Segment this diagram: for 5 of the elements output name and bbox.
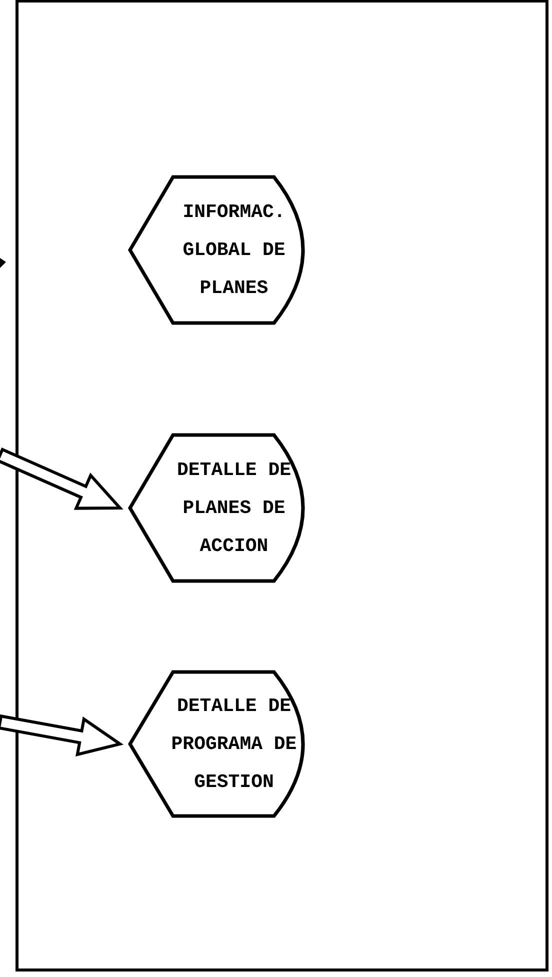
block-arrow — [0, 714, 124, 756]
block-arrow — [0, 448, 124, 510]
shape-label: INFORMAC. GLOBAL DE PLANES — [182, 200, 286, 301]
shape-label: DETALLE DE PROGRAMA DE GESTION — [170, 694, 298, 795]
shape-label: DETALLE DE PLANES DE ACCION — [176, 458, 292, 559]
